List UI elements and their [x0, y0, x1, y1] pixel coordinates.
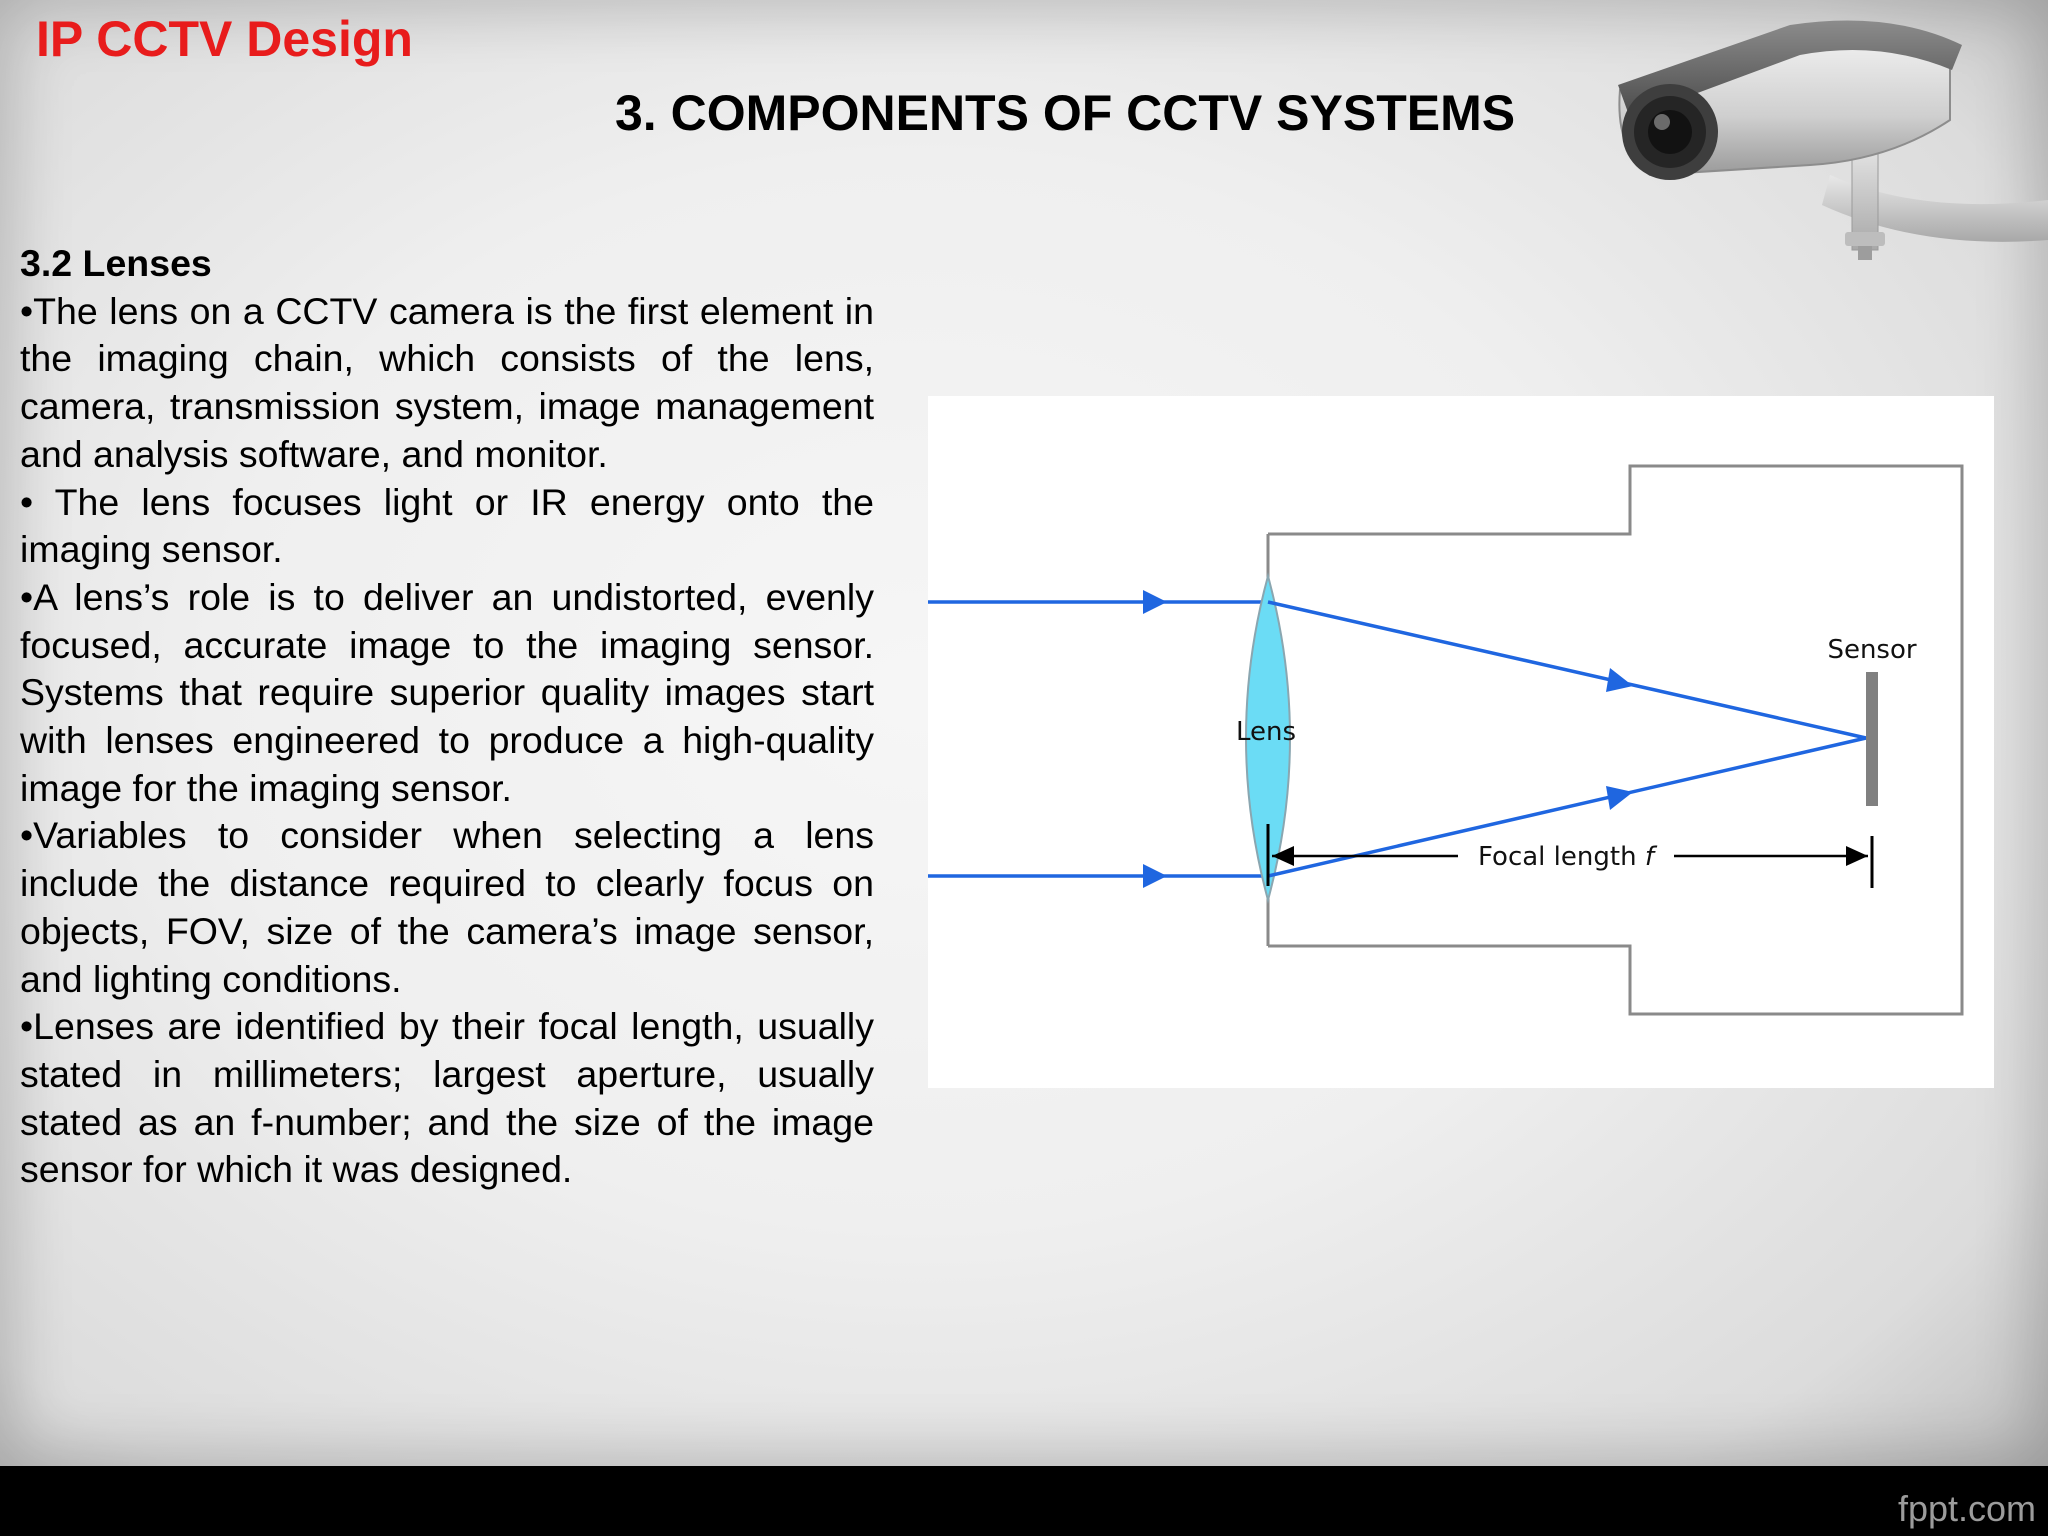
ray-arrow-top-in: [1143, 590, 1167, 614]
focal-length-label: Focal length f: [1478, 842, 1658, 872]
bullet-lens-variables: •Variables to consider when selecting a …: [20, 814, 874, 1000]
bullet-lens-identification: •Lenses are identified by their focal le…: [20, 1005, 874, 1191]
bullet-lens-focus: • The lens focuses light or IR energy on…: [20, 480, 874, 571]
lens-shape: [1245, 572, 1291, 904]
ray-arrow-top-out: [1606, 668, 1633, 692]
camera-body-outline: [1268, 464, 1964, 1016]
cctv-camera-icon: [1618, 20, 2048, 260]
bullet-lens-role: •A lens’s role is to deliver an undistor…: [20, 575, 874, 809]
sensor-bar: [1866, 672, 1878, 806]
focal-arrowhead-left: [1272, 846, 1294, 866]
slide-title: 3. COMPONENTS OF CCTV SYSTEMS: [615, 85, 1516, 141]
lenses-section: 3.2 Lenses •The lens on a CCTV camera is…: [20, 240, 874, 1194]
focal-arrowhead-right: [1846, 846, 1868, 866]
ray-arrow-bottom-in: [1143, 864, 1167, 888]
footer-brand: fppt.com: [1897, 1488, 2036, 1529]
converging-ray-bottom: [1267, 736, 1867, 878]
focal-length-text: Focal length: [1478, 842, 1637, 872]
sensor-label: Sensor: [1827, 635, 1916, 665]
ray-arrow-bottom-out: [1606, 786, 1633, 810]
focal-length-symbol: f: [1645, 842, 1658, 872]
lens-diagram: Lens Sensor Focal length f: [928, 396, 1994, 1088]
footer-bar: fppt.com: [0, 1466, 2048, 1536]
lens-label: Lens: [1236, 717, 1296, 747]
app-title: IP CCTV Design: [36, 11, 413, 67]
converging-ray-top: [1267, 600, 1867, 740]
section-title: 3.2 Lenses: [20, 242, 212, 284]
bullet-imaging-chain: •The lens on a CCTV camera is the first …: [20, 289, 874, 475]
